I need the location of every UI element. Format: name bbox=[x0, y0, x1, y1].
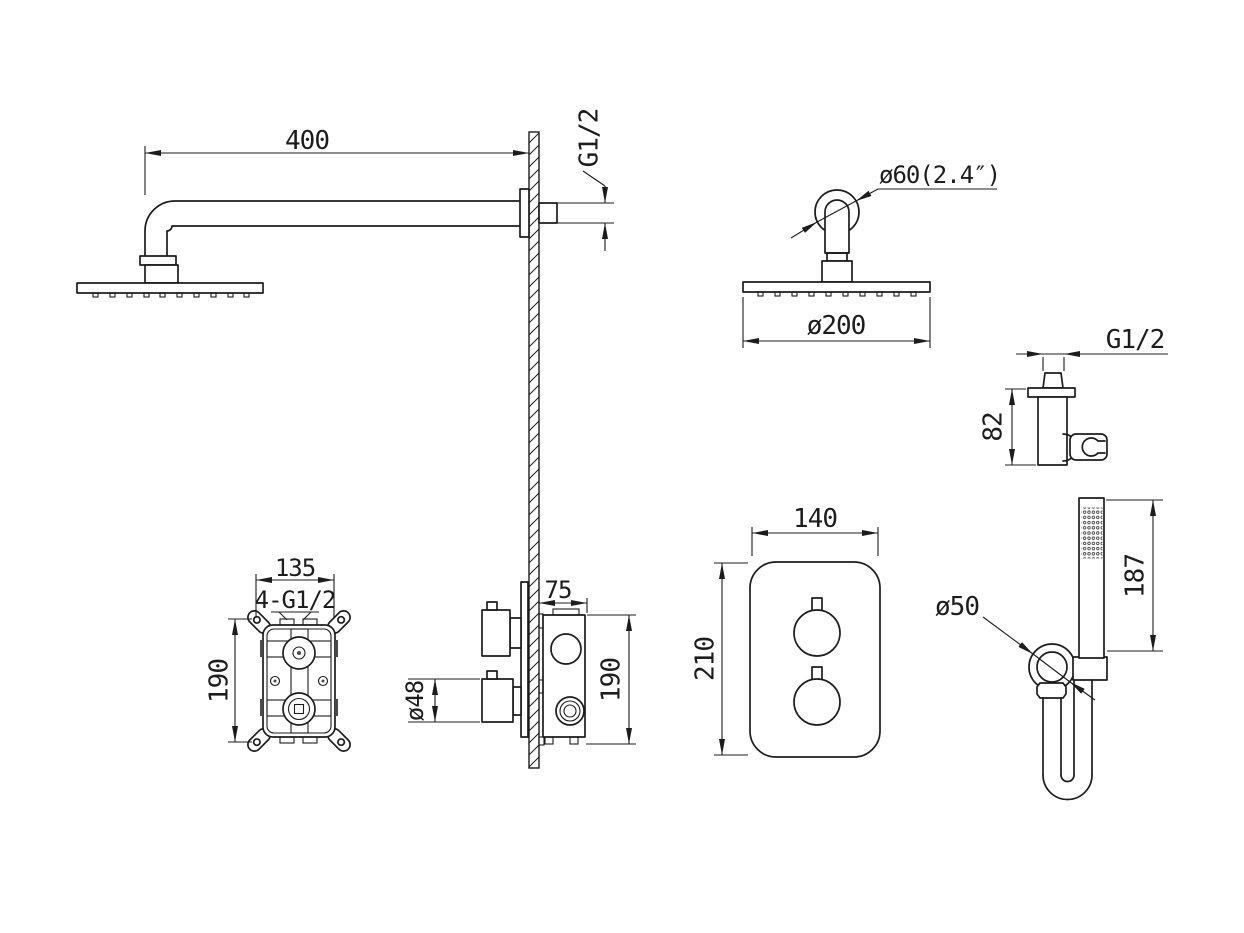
outlet-thread-label: G1/2 bbox=[1106, 325, 1165, 355]
body-bottom-tab bbox=[569, 736, 579, 745]
round-shower-head bbox=[742, 189, 931, 297]
head-diameter-label: ø200 bbox=[807, 311, 866, 341]
dim-outlet-thread: G1/2 bbox=[1016, 325, 1168, 371]
outlet-height-label: 82 bbox=[979, 412, 1009, 441]
dim-box-height: 190 bbox=[205, 618, 252, 743]
holder-ring-inner bbox=[1036, 651, 1068, 683]
plate-width-label: 140 bbox=[793, 504, 837, 534]
holder-clip-opening bbox=[1081, 437, 1106, 457]
valve-depth-label: 75 bbox=[545, 576, 572, 604]
bottom-port-left bbox=[279, 736, 295, 744]
arm-length-label: 400 bbox=[285, 126, 329, 156]
dim-arm-length: 400 bbox=[144, 126, 529, 195]
dim-outlet-height: 82 bbox=[979, 388, 1036, 466]
side-clip bbox=[335, 699, 338, 716]
outlet-thread bbox=[1042, 372, 1064, 389]
arm-thread-label: G1/2 bbox=[575, 109, 605, 168]
wall-clip bbox=[538, 613, 544, 629]
lower-port-outer bbox=[555, 696, 585, 726]
shower-arm-assembly bbox=[76, 188, 558, 298]
arm-wall-escutcheon bbox=[519, 188, 530, 238]
box-height-label: 190 bbox=[205, 659, 235, 703]
dim-plate-height: 210 bbox=[691, 562, 748, 756]
upper-handle-stem bbox=[509, 617, 522, 649]
dim-escutcheon-diameter: ø60(2.4″) bbox=[790, 161, 1001, 239]
stem-groove bbox=[825, 252, 849, 262]
dim-box-ports: 4-G1/2 bbox=[255, 586, 336, 621]
lower-handle-stem bbox=[512, 686, 522, 716]
side-clip bbox=[260, 699, 263, 716]
dim-head-diameter: ø200 bbox=[742, 297, 931, 348]
lower-knob bbox=[793, 678, 841, 726]
outlet-body bbox=[1037, 396, 1068, 466]
holder-diameter-label: ø50 bbox=[935, 592, 979, 622]
upper-handle-tab bbox=[486, 601, 498, 611]
trim-plate-front-view bbox=[749, 561, 881, 758]
head-stem bbox=[824, 199, 850, 254]
wall-outlet-assembly bbox=[1027, 372, 1108, 466]
box-width-label: 135 bbox=[275, 554, 315, 582]
arm-outer-line bbox=[144, 200, 530, 257]
arm-thread-stub bbox=[538, 202, 558, 224]
box-ports-label: 4-G1/2 bbox=[255, 586, 336, 614]
plate-height-label: 210 bbox=[691, 637, 721, 681]
outlet-flange bbox=[1027, 387, 1076, 398]
square-head-plate bbox=[76, 282, 264, 294]
top-port-right bbox=[302, 618, 318, 626]
round-head-nozzles bbox=[757, 291, 917, 297]
lower-knob-indicator bbox=[811, 666, 823, 681]
spray-face-dots bbox=[1081, 507, 1103, 559]
lower-handle bbox=[481, 678, 514, 723]
head-nozzles bbox=[92, 292, 250, 298]
trim-plate-edge bbox=[520, 581, 529, 738]
head-connector-block bbox=[144, 264, 179, 284]
upper-knob-indicator bbox=[811, 597, 823, 612]
dim-holder-diameter: ø50 bbox=[935, 592, 1096, 701]
upper-handle bbox=[481, 609, 511, 657]
dim-handshower-length: 187 bbox=[1106, 499, 1163, 652]
body-bottom-tab bbox=[544, 736, 554, 745]
hand-shower-assembly bbox=[1028, 497, 1108, 801]
wall-clip bbox=[538, 736, 545, 746]
side-clip bbox=[335, 640, 338, 657]
dim-plate-width: 140 bbox=[751, 504, 879, 556]
valve-side-view bbox=[481, 581, 586, 746]
valve-side-height-label: 190 bbox=[597, 658, 627, 702]
hose-u-bend bbox=[1042, 679, 1093, 801]
hose-nut bbox=[1036, 682, 1067, 699]
arm-nut bbox=[139, 255, 177, 266]
lower-valve-port bbox=[282, 692, 316, 726]
dim-valve-side-height: 190 bbox=[586, 614, 636, 745]
screw-hole-left bbox=[269, 675, 281, 687]
dim-knob-diameter: ø48 bbox=[401, 678, 480, 723]
dim-box-width: 135 bbox=[255, 554, 335, 618]
side-clip bbox=[260, 640, 263, 657]
box-outer bbox=[262, 624, 336, 738]
dim-valve-depth: 75 bbox=[539, 576, 588, 613]
handshower-length-label: 187 bbox=[1121, 554, 1151, 598]
bottom-port-right bbox=[302, 736, 318, 744]
head-connector bbox=[821, 260, 853, 283]
holder-block bbox=[1072, 656, 1108, 681]
upper-cartridge-circle bbox=[550, 633, 582, 665]
dim-arm-thread: G1/2 bbox=[557, 109, 614, 251]
screw-hole-right bbox=[317, 675, 329, 687]
wall-section bbox=[528, 131, 540, 769]
upper-knob bbox=[793, 609, 841, 657]
wall-hatch-strip bbox=[528, 131, 540, 769]
wall-clip bbox=[538, 679, 544, 694]
escutcheon-diameter-label: ø60(2.4″) bbox=[879, 161, 1000, 189]
lower-handle-tab bbox=[486, 670, 498, 680]
knob-diameter-label: ø48 bbox=[401, 681, 429, 721]
trim-plate bbox=[749, 561, 881, 758]
round-head-plate bbox=[742, 281, 931, 293]
square-socket bbox=[293, 703, 305, 715]
arm-inner-line bbox=[166, 225, 530, 257]
body-top-tab bbox=[552, 608, 580, 616]
center-bar bbox=[290, 628, 309, 734]
valve-box-front-view bbox=[247, 610, 351, 752]
